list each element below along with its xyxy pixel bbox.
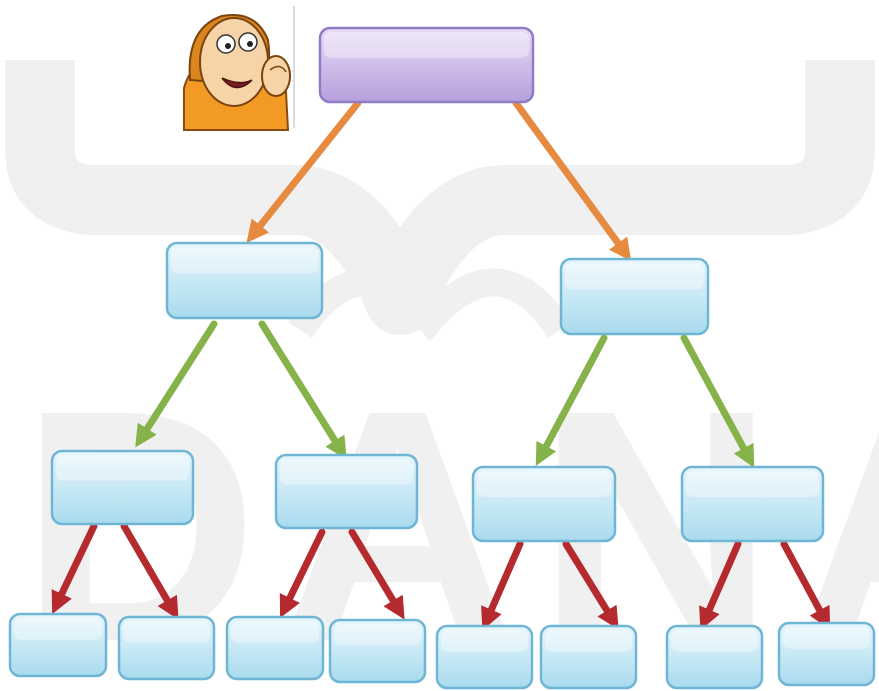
watermark: DANA	[5, 60, 879, 691]
level1-node-right	[559, 257, 710, 336]
connector-l1-c	[535, 334, 608, 466]
root-node-gloss	[324, 32, 529, 58]
level2-node-4-gloss	[686, 471, 819, 497]
watermark-book-pages	[288, 268, 572, 342]
leaf-node-8-gloss	[783, 627, 870, 649]
connector-l2-4	[348, 528, 405, 620]
leaf-node-8	[777, 621, 876, 687]
leaf-node-5	[435, 624, 534, 690]
leaf-node-1	[8, 612, 108, 678]
connector-l2-8	[780, 540, 831, 630]
connector-l2-6	[562, 540, 619, 630]
root-node	[318, 26, 535, 104]
level2-node-1-gloss	[56, 455, 189, 481]
connector-l1-b	[258, 320, 347, 460]
connector-l2-3	[279, 528, 326, 619]
leaf-node-7-gloss	[671, 630, 758, 652]
leaf-node-3	[225, 615, 325, 681]
connector-l1-d	[680, 334, 755, 468]
connector-l2-7	[699, 540, 742, 631]
leaf-node-2	[117, 615, 216, 681]
connector-l2-2	[120, 522, 179, 620]
connector-root-left	[246, 99, 362, 244]
level2-node-3	[471, 465, 617, 543]
leaf-node-3-gloss	[231, 621, 319, 643]
connector-l2-5	[481, 540, 524, 631]
leaf-node-4	[328, 618, 427, 684]
leaf-node-6-gloss	[545, 630, 632, 652]
level2-node-2-gloss	[280, 459, 413, 485]
leaf-node-1-gloss	[14, 618, 102, 640]
leaf-node-7	[665, 624, 764, 690]
level1-node-left	[165, 241, 324, 320]
leaf-node-2-gloss	[123, 621, 210, 643]
level1-node-right-gloss	[565, 263, 704, 290]
level2-node-1	[50, 449, 195, 526]
level2-node-4	[680, 465, 825, 543]
cartoon-character-icon	[183, 14, 291, 131]
leaf-node-4-gloss	[334, 624, 421, 646]
level2-node-2	[274, 453, 419, 530]
connector-l2-1	[51, 522, 98, 615]
connector-root-right	[512, 99, 632, 262]
leaf-node-5-gloss	[441, 630, 528, 652]
level1-node-left-gloss	[171, 247, 318, 274]
connector-l1-a	[135, 320, 218, 448]
leaf-node-6	[539, 624, 638, 690]
level2-node-3-gloss	[477, 471, 611, 497]
